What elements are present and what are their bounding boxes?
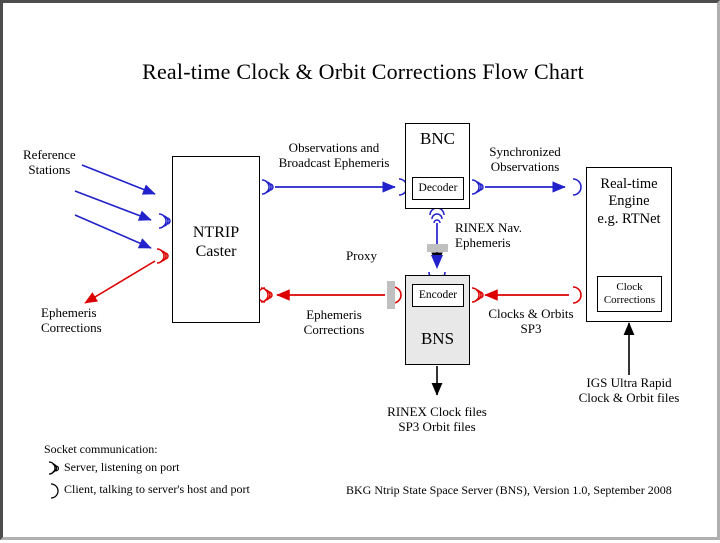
proxy-bar-vertical	[427, 244, 448, 252]
ntrip-caster-line2: Caster	[195, 243, 237, 261]
diagram-canvas	[48, 164, 635, 499]
bnc-title-label: BNC	[420, 129, 455, 148]
client-socket-icon-engine-left-bottom	[572, 286, 582, 304]
proxy-bar-horizontal	[387, 281, 395, 309]
observations-broadcast-ephemeris-label: Observations and Broadcast Ephemeris	[278, 140, 390, 171]
rinex-clock-files-line1: RINEX Clock files	[387, 404, 487, 419]
synchronized-line2: Observations	[490, 158, 560, 174]
server-socket-icon-bnc-bottom	[429, 207, 445, 224]
realtime-engine-line2: Engine	[608, 193, 650, 210]
rinex-clock-sp3-files-label: RINEX Clock files SP3 Orbit files	[387, 404, 487, 435]
ephemeris-corrections-mid-line2: Corrections	[303, 321, 365, 337]
node-clock-corrections[interactable]: Clock Corrections	[597, 276, 662, 312]
realtime-engine-label: Real-time Engine e.g. RTNet	[583, 176, 675, 228]
igs-ultra-line2: Clock & Orbit files	[578, 389, 680, 405]
rinex-nav-ephemeris-label: RINEX Nav. Ephemeris	[455, 220, 523, 251]
observations-line2: Broadcast Ephemeris	[278, 154, 390, 170]
footer-credit: BKG Ntrip State Space Server (BNS), Vers…	[346, 483, 672, 497]
clocks-orbits-line2: SP3	[520, 320, 542, 336]
legend-heading: Socket communication:	[44, 442, 158, 456]
legend-server-socket-icon	[48, 461, 60, 475]
bns-title-label: BNS	[420, 329, 455, 348]
server-socket-icon-bnc-right-blue	[471, 179, 484, 195]
reference-stations-arrows	[74, 164, 156, 249]
ephemeris-corrections-left-line1: Ephemeris	[41, 305, 97, 320]
clock-corrections-line2: Corrections	[603, 294, 656, 306]
node-bns-encoder[interactable]: Encoder	[412, 284, 464, 307]
ephemeris-corrections-mid-label: Ephemeris Corrections	[303, 307, 365, 338]
server-socket-icon-caster-left-red	[156, 248, 169, 264]
observations-line1: Observations and	[288, 140, 380, 155]
reference-stations-label: Reference Stations	[23, 147, 76, 178]
ephemeris-corrections-left-line2: Corrections	[41, 319, 102, 335]
reference-stations-line2: Stations	[28, 161, 71, 177]
client-socket-icon-engine-left-top	[572, 178, 582, 196]
rinex-nav-line1: RINEX Nav.	[455, 220, 523, 235]
ntrip-caster-line1: NTRIP	[192, 224, 240, 241]
node-ntrip-caster[interactable]	[172, 156, 260, 323]
node-bnc-decoder[interactable]: Decoder	[412, 177, 464, 200]
rinex-clock-files-line2: SP3 Orbit files	[398, 418, 476, 434]
rinex-nav-line2: Ephemeris	[455, 234, 511, 250]
page-title: Real-time Clock & Orbit Corrections Flow…	[142, 59, 584, 84]
server-socket-icon-bns-right-red	[471, 287, 484, 303]
legend-client-socket-icon	[50, 483, 59, 499]
ntrip-caster-label: NTRIP Caster	[172, 223, 260, 261]
legend-client-label: Client, talking to server's host and por…	[64, 482, 250, 496]
ephemeris-corrections-left-label: Ephemeris Corrections	[41, 305, 102, 336]
server-socket-icon-caster-left-blue	[158, 213, 171, 229]
server-socket-icon-caster-right-red	[257, 287, 273, 303]
clocks-orbits-line1: Clocks & Orbits	[488, 306, 574, 321]
clock-corrections-line1: Clock	[616, 281, 643, 294]
synchronized-observations-label: Synchronized Observations	[489, 144, 561, 175]
ephemeris-corrections-out-arrow	[84, 260, 156, 304]
synchronized-line1: Synchronized	[489, 144, 561, 159]
arrowhead-rinex-nav	[431, 255, 443, 269]
realtime-engine-line1: Real-time	[600, 176, 658, 192]
clocks-orbits-sp3-label: Clocks & Orbits SP3	[488, 306, 574, 337]
ephemeris-corrections-mid-line1: Ephemeris	[306, 307, 362, 322]
realtime-engine-line3: e.g. RTNet	[597, 210, 661, 227]
reference-stations-line1: Reference	[23, 147, 76, 162]
legend-server-label: Server, listening on port	[64, 460, 180, 474]
igs-ultra-rapid-label: IGS Ultra Rapid Clock & Orbit files	[578, 375, 680, 406]
client-socket-icon-bns-left	[392, 286, 402, 304]
igs-ultra-line1: IGS Ultra Rapid	[586, 375, 672, 390]
server-socket-icon-caster-right-blue	[261, 179, 274, 195]
proxy-label: Proxy	[345, 248, 377, 263]
